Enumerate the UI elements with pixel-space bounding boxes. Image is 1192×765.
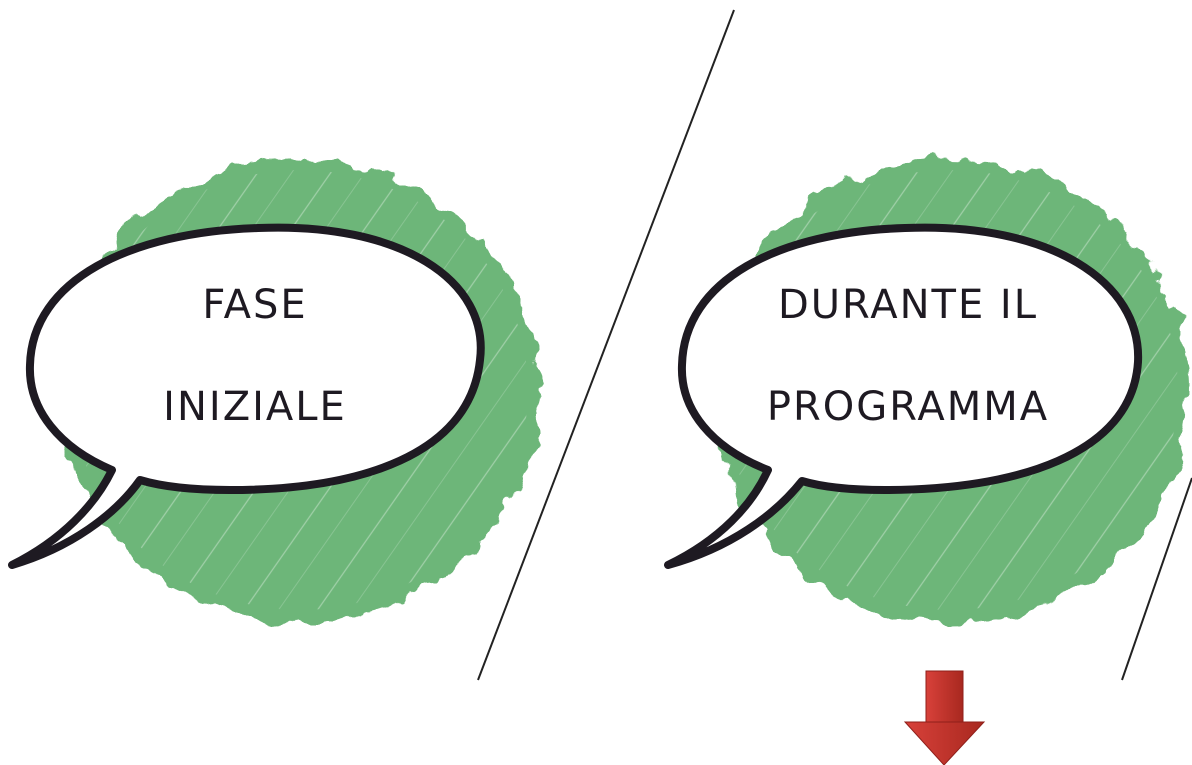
panel-fase-iniziale: FASE INIZIALE — [8, 158, 540, 622]
divider-line — [1121, 477, 1192, 681]
speech-bubble — [664, 223, 1143, 569]
divider-line — [477, 9, 735, 681]
bubble-line-2: INIZIALE — [163, 384, 347, 430]
speech-bubble — [8, 223, 485, 569]
bubble-line-1: FASE — [202, 282, 307, 328]
panel-durante-il-programma: DURANTE IL PROGRAMMA — [664, 158, 1190, 622]
bubble-line-1: DURANTE IL — [778, 282, 1038, 328]
down-arrow-icon — [903, 670, 986, 765]
bubble-line-2: PROGRAMMA — [767, 384, 1049, 430]
